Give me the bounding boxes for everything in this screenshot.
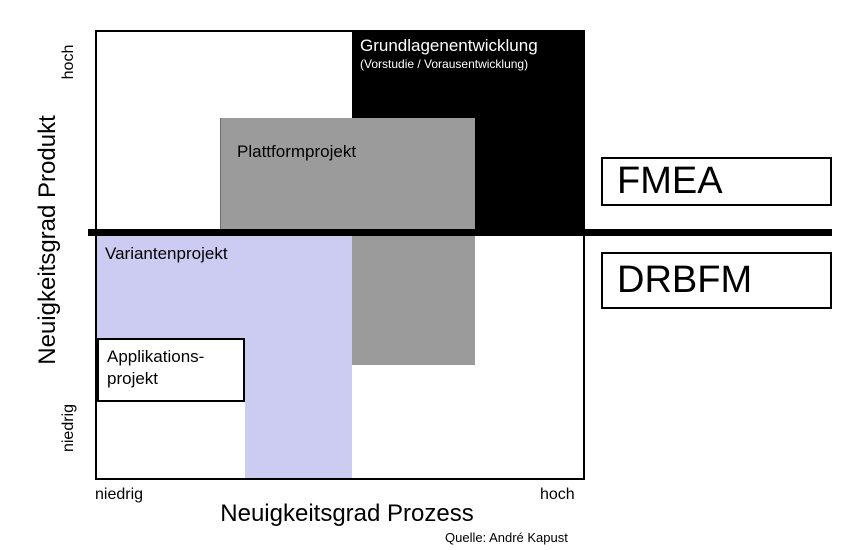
applikationsprojekt-label-box: Applikations- projekt xyxy=(97,338,245,402)
drbfm-box: DRBFM xyxy=(601,252,832,309)
grundlagenentwicklung-title: Grundlagenentwicklung xyxy=(360,36,538,55)
y-axis-tick-hoch: hoch xyxy=(60,44,77,80)
fmea-drbfm-divider-line xyxy=(88,229,832,236)
applikationsprojekt-label-line2: projekt xyxy=(107,369,159,389)
applikationsprojekt-label-line1: Applikations- xyxy=(107,347,205,366)
x-axis-label: Neuigkeitsgrad Prozess xyxy=(220,500,474,527)
y-axis-label: Neuigkeitsgrad Produkt xyxy=(34,115,61,365)
x-axis-tick-hoch: hoch xyxy=(540,486,575,503)
grundlagenentwicklung-subtitle: (Vorstudie / Vorausentwicklung) xyxy=(360,57,529,71)
source-credit: Quelle: André Kapust xyxy=(445,530,568,545)
variantenprojekt-label: Variantenprojekt xyxy=(105,244,228,263)
fmea-box: FMEA xyxy=(601,157,832,206)
region-variantenprojekt-horizontal xyxy=(97,236,352,338)
region-variantenprojekt-vertical xyxy=(245,338,352,478)
drbfm-label: DRBFM xyxy=(617,259,753,301)
plattformprojekt-label: Plattformprojekt xyxy=(237,142,357,161)
fmea-label: FMEA xyxy=(617,160,723,202)
y-axis-tick-niedrig: niedrig xyxy=(60,403,77,453)
x-axis-tick-niedrig: niedrig xyxy=(95,486,144,503)
